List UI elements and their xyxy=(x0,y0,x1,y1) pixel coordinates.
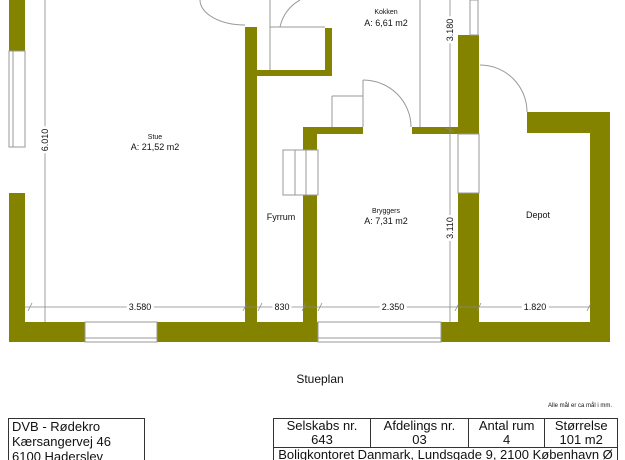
dimension-kokken-depth: 3.180 xyxy=(445,16,455,44)
address-line-1: DVB - Rødekro xyxy=(12,419,101,434)
info-header: Afdelings nr.03 xyxy=(369,418,469,448)
value-antal-rum: 4 xyxy=(503,432,511,447)
info-header: Selskabs nr.643 xyxy=(273,418,371,448)
value-storrelse: 101 m2 xyxy=(559,432,603,447)
windows xyxy=(8,0,480,343)
room-name-depot: Depot xyxy=(525,210,551,220)
value-afdelings: 03 xyxy=(412,432,427,447)
dimension-depot-width: 1.820 xyxy=(521,302,549,312)
room-area-stue: A: 21,52 m2 xyxy=(130,142,180,152)
walls xyxy=(9,0,610,342)
dimension-stue-width: 3.580 xyxy=(126,302,154,312)
dimension-bryggers-width: 2.350 xyxy=(379,302,407,312)
header-antal-rum: Antal rum xyxy=(478,418,535,433)
info-table: Selskabs nr.643 Afdelings nr.03 Antal ru… xyxy=(273,418,618,460)
room-name-bryggers: Bryggers xyxy=(371,208,401,215)
doors xyxy=(199,0,528,128)
room-name-kokken: Kokken xyxy=(374,9,398,16)
address-box: DVB - Rødekro Kærsangervej 46 6100 Hader… xyxy=(8,418,145,460)
header-selskabs: Selskabs nr. xyxy=(286,418,358,433)
address-line-2: Kærsangervej 46 xyxy=(12,434,111,449)
room-area-bryggers: A: 7,31 m2 xyxy=(364,216,408,226)
info-footer: Boligkontoret Danmark, Lundsgade 9, 2100… xyxy=(273,447,618,460)
header-storrelse: Størrelse xyxy=(554,418,608,433)
header-afdelings: Afdelings nr. xyxy=(383,418,456,433)
value-selskabs: 643 xyxy=(311,432,333,447)
measurement-note: Alle mål er ca mål i mm. xyxy=(547,403,613,409)
dimension-stue-depth: 6.010 xyxy=(40,126,50,154)
room-area-kokken: A: 6,61 m2 xyxy=(364,18,408,28)
dimension-fyrrum-width: 830 xyxy=(272,302,292,312)
room-name-stue: Stue xyxy=(147,134,163,141)
room-name-fyrrum: Fyrrum xyxy=(266,212,296,222)
dimension-bryggers-depth: 3.110 xyxy=(445,215,455,241)
stairs xyxy=(282,149,319,196)
info-footer-row: Boligkontoret Danmark, Lundsgade 9, 2100… xyxy=(273,447,618,460)
plan-title: Stueplan xyxy=(296,372,344,386)
info-row: Selskabs nr.643 Afdelings nr.03 Antal ru… xyxy=(273,418,618,448)
dimension-lines xyxy=(25,0,592,322)
address-line-3: 6100 Haderslev xyxy=(12,449,104,460)
